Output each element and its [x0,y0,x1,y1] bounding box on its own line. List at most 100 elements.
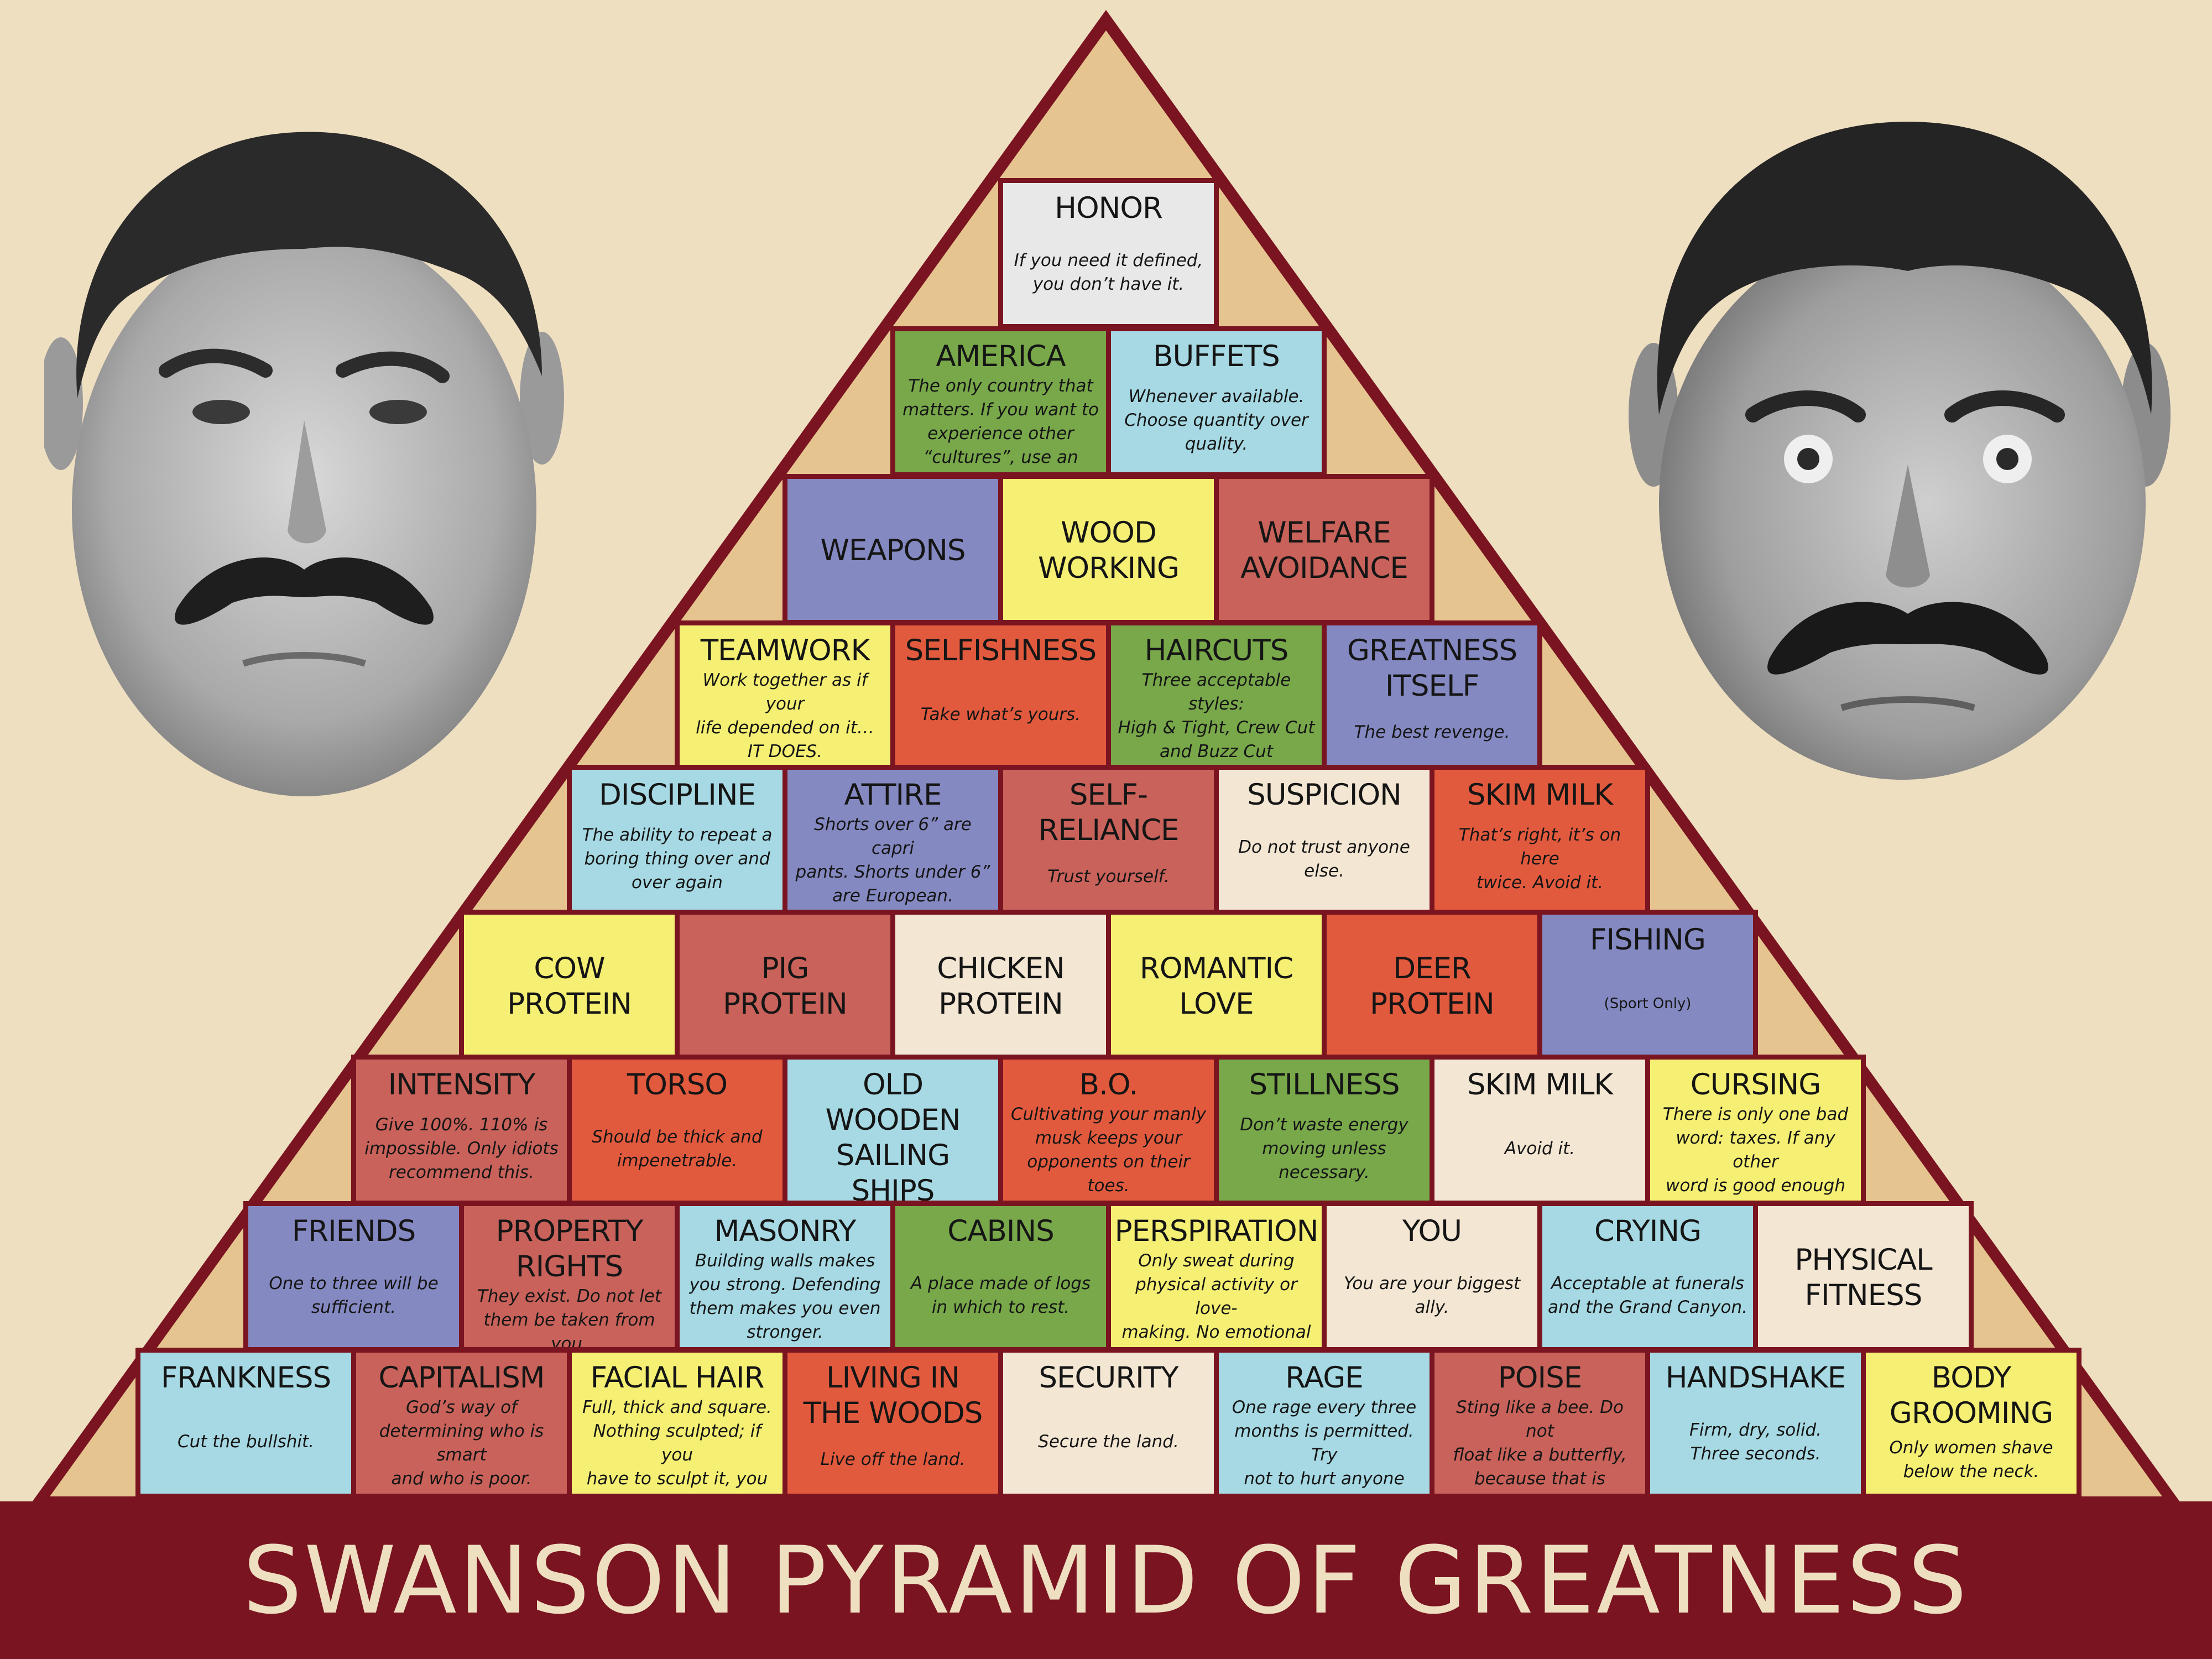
man-with-mustache-glaring-portrait-icon [1629,122,2171,780]
block-title: PHYSICAL FITNESS [1794,1243,1932,1312]
block-description: Only women shave below the neck. [1889,1437,2053,1481]
pyramid-block: OLD WOODEN SAILING SHIPSThey are beautif… [782,1055,1003,1206]
portrait-right [1620,105,2173,802]
block-title: TEAMWORK [700,634,870,667]
block-description: Building walls makes you strong. Defendi… [689,1251,881,1342]
block-description: There is only one bad word: taxes. If an… [1662,1104,1849,1201]
block-description: Firm, dry, solid. Three seconds. [1689,1420,1822,1464]
pyramid-block: WEAPONS [782,474,1003,625]
block-title: DISCIPLINE [599,778,756,812]
pyramid-block: CABINS A place made of logs in which to r… [890,1201,1111,1352]
pyramid-block: ROMANTIC LOVE [1106,910,1327,1061]
block-description: That’s right, it’s on here twice. Avoid … [1458,825,1621,893]
pyramid-block: BUFFETS Whenever available. Choose quanti… [1106,326,1327,477]
block-description: Only sweat during physical activity or l… [1121,1251,1311,1347]
block-description: Three acceptable styles: High & Tight, C… [1118,670,1315,761]
block-title: CRYING [1594,1214,1702,1248]
pyramid-block: WELFARE AVOIDANCE [1214,474,1434,625]
block-description: Full, thick and square. Nothing sculpted… [580,1397,774,1494]
block-title: ROMANTIC LOVE [1139,951,1293,1021]
title-banner: SWANSON PYRAMID OF GREATNESS [0,1501,2212,1659]
man-with-mustache-frowning-portrait-icon [39,132,564,796]
block-title: CABINS [947,1214,1055,1248]
block-title: SKIM MILK [1467,778,1613,812]
block-description: Give 100%. 110% is impossible. Only idio… [364,1115,559,1182]
pyramid-block: DISCIPLINE The ability to repeat a boring… [567,765,787,916]
pyramid-block: SECURITY Secure the land. [998,1348,1219,1499]
block-description: One to three will be sufficient. [269,1273,439,1317]
block-title: YOU [1402,1214,1462,1248]
block-title: HONOR [1055,191,1163,225]
block-description: Cut the bullshit. [177,1432,314,1452]
block-description: Take what’s yours. [920,705,1081,724]
block-title: HAIRCUTS [1144,634,1289,667]
block-description: Avoid it. [1504,1139,1575,1159]
pyramid-block: COW PROTEIN [459,910,680,1061]
block-title: SKIM MILK [1467,1068,1613,1102]
block-title: SUSPICION [1247,778,1402,812]
pyramid-block: WOOD WORKING [998,474,1219,625]
block-title: PERSPIRATION [1114,1214,1319,1248]
block-title: AMERICA [936,340,1066,373]
block-title: LIVING IN THE WOODS [803,1361,983,1430]
pyramid-block: SKIM MILK Avoid it. [1430,1055,1650,1206]
block-title: B.O. [1079,1068,1139,1102]
block-title: TORSO [627,1068,728,1102]
pyramid-block: B.O.Cultivating your manly musk keeps yo… [998,1055,1219,1206]
block-description: Shorts over 6” are capri pants. Shorts u… [795,815,990,906]
block-description: Acceptable at funerals and the Grand Can… [1548,1273,1747,1317]
block-title: MASONRY [714,1214,857,1248]
banner-title: SWANSON PYRAMID OF GREATNESS [243,1526,1969,1635]
block-title: ATTIRE [844,778,942,812]
block-description: A place made of logs in which to rest. [910,1273,1091,1317]
block-description: Whenever available. Choose quantity over… [1124,387,1308,454]
block-title: SELF- RELIANCE [1038,778,1180,847]
block-title: CURSING [1690,1068,1822,1102]
block-description: Cultivating your manly musk keeps your o… [1010,1104,1207,1196]
block-title: CHICKEN PROTEIN [937,951,1065,1021]
block-title: COW PROTEIN [507,951,632,1021]
pyramid-block: CHICKEN PROTEIN [890,910,1111,1061]
block-title: FISHING [1590,923,1706,957]
block-title: POISE [1498,1361,1582,1395]
block-title: WOOD WORKING [1037,515,1180,585]
block-title: WEAPONS [820,533,966,567]
portrait-left [39,111,570,818]
pyramid-block: PHYSICAL FITNESS [1753,1201,1974,1352]
block-description: Sting like a bee. Do not float like a bu… [1453,1397,1627,1494]
block-description: Work together as if your life depended o… [696,670,874,761]
block-title: DEER PROTEIN [1370,951,1495,1021]
block-description: God’s way of determining who is smart an… [379,1397,544,1489]
block-title: INTENSITY [388,1068,536,1102]
pyramid-block: YOU You are your biggest ally. [1322,1201,1542,1352]
pyramid-block: INTENSITY Give 100%. 110% is impossible. … [351,1055,572,1206]
block-title: BUFFETS [1153,340,1280,373]
block-title: OLD WOODEN SAILING SHIPS [825,1068,961,1206]
block-title: SECURITY [1039,1361,1178,1395]
pyramid-block: PIG PROTEIN [675,910,895,1061]
block-description: You are your biggest ally. [1343,1273,1521,1317]
block-description: Secure the land. [1038,1432,1179,1452]
block-description: The ability to repeat a boring thing ove… [582,825,773,893]
